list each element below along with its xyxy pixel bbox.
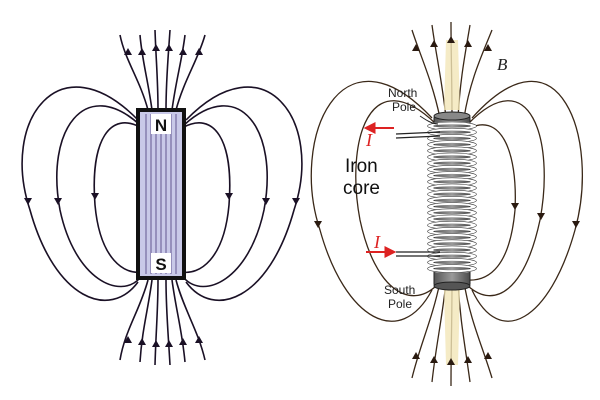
north-pole-caption: North Pole: [388, 86, 421, 114]
coil-turn: [427, 264, 477, 273]
bar-magnet-internal-lines: [145, 114, 177, 274]
iron-core-caption: Iron core: [343, 156, 383, 199]
coil-turn-outline: [427, 264, 477, 273]
iron-core-bottom: [433, 281, 471, 291]
field-b-label: B: [497, 55, 508, 74]
south-pole-caption: South Pole: [384, 283, 419, 311]
south-label-bg: [151, 253, 171, 273]
north-pole-label: N: [155, 116, 167, 135]
bar-magnet-diagram: N S: [21, 29, 303, 366]
south-pole-label: S: [155, 255, 166, 274]
north-pole-pointer: [419, 115, 439, 125]
electromagnet-diagram: North Pole South Pole Iron core B I I: [310, 21, 583, 387]
current-label-top: I: [365, 130, 373, 150]
north-label-bg: [151, 114, 171, 134]
bar-magnet-field-lines: [21, 29, 303, 366]
electromagnet-field-lines: [310, 21, 583, 387]
coil-leads: [395, 131, 441, 257]
bar-magnet-field-arrows: [24, 44, 300, 347]
current-label-bottom: I: [373, 232, 381, 252]
iron-core-top: [433, 111, 471, 121]
electromagnet-field-arrows: [314, 36, 580, 365]
field-highlight: [444, 40, 460, 365]
